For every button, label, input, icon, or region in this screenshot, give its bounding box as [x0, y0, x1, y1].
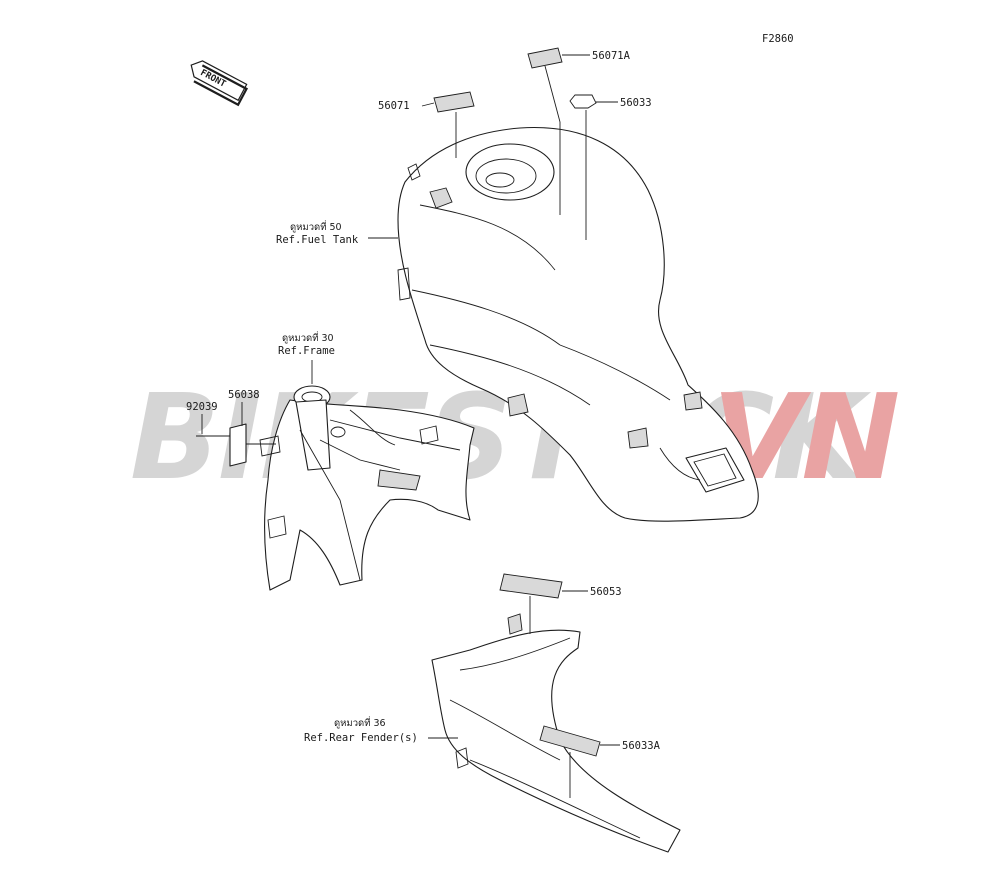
plate-56038 [229, 423, 247, 467]
ref-rear-fender: Ref.Rear Fender(s) [304, 732, 418, 744]
ref-fuel-tank-thai: ดูหมวดที่ 50 [290, 220, 342, 233]
label-56033: 56033 [620, 97, 652, 109]
front-arrow-icon: FRONT [190, 60, 249, 107]
decal-56053-shape [499, 573, 563, 599]
ref-frame-thai: ดูหมวดที่ 30 [282, 331, 334, 344]
label-56038: 56038 [228, 389, 260, 401]
label-56053: 56053 [590, 586, 622, 598]
label-56071A: 56071A [592, 50, 631, 62]
frame [196, 385, 475, 591]
ref-fuel-tank: Ref.Fuel Tank [276, 234, 359, 246]
decal-56033A-shape [539, 725, 601, 757]
fender-leaders [428, 590, 620, 798]
label-92039: 92039 [186, 401, 218, 413]
diagram-code: F2860 [762, 33, 794, 45]
frame-leaders [201, 360, 313, 445]
decal-56071A-shape [527, 47, 563, 69]
fuel-tank [397, 47, 759, 522]
ref-rear-fender-thai: ดูหมวดที่ 36 [334, 716, 386, 729]
tank-leaders [368, 54, 618, 240]
label-56071: 56071 [378, 100, 410, 112]
decal-56033-shape [569, 94, 597, 109]
label-56033A: 56033A [622, 740, 661, 752]
decal-56071-shape [433, 91, 475, 113]
ref-frame: Ref.Frame [278, 345, 335, 357]
rear-fender [431, 573, 681, 853]
